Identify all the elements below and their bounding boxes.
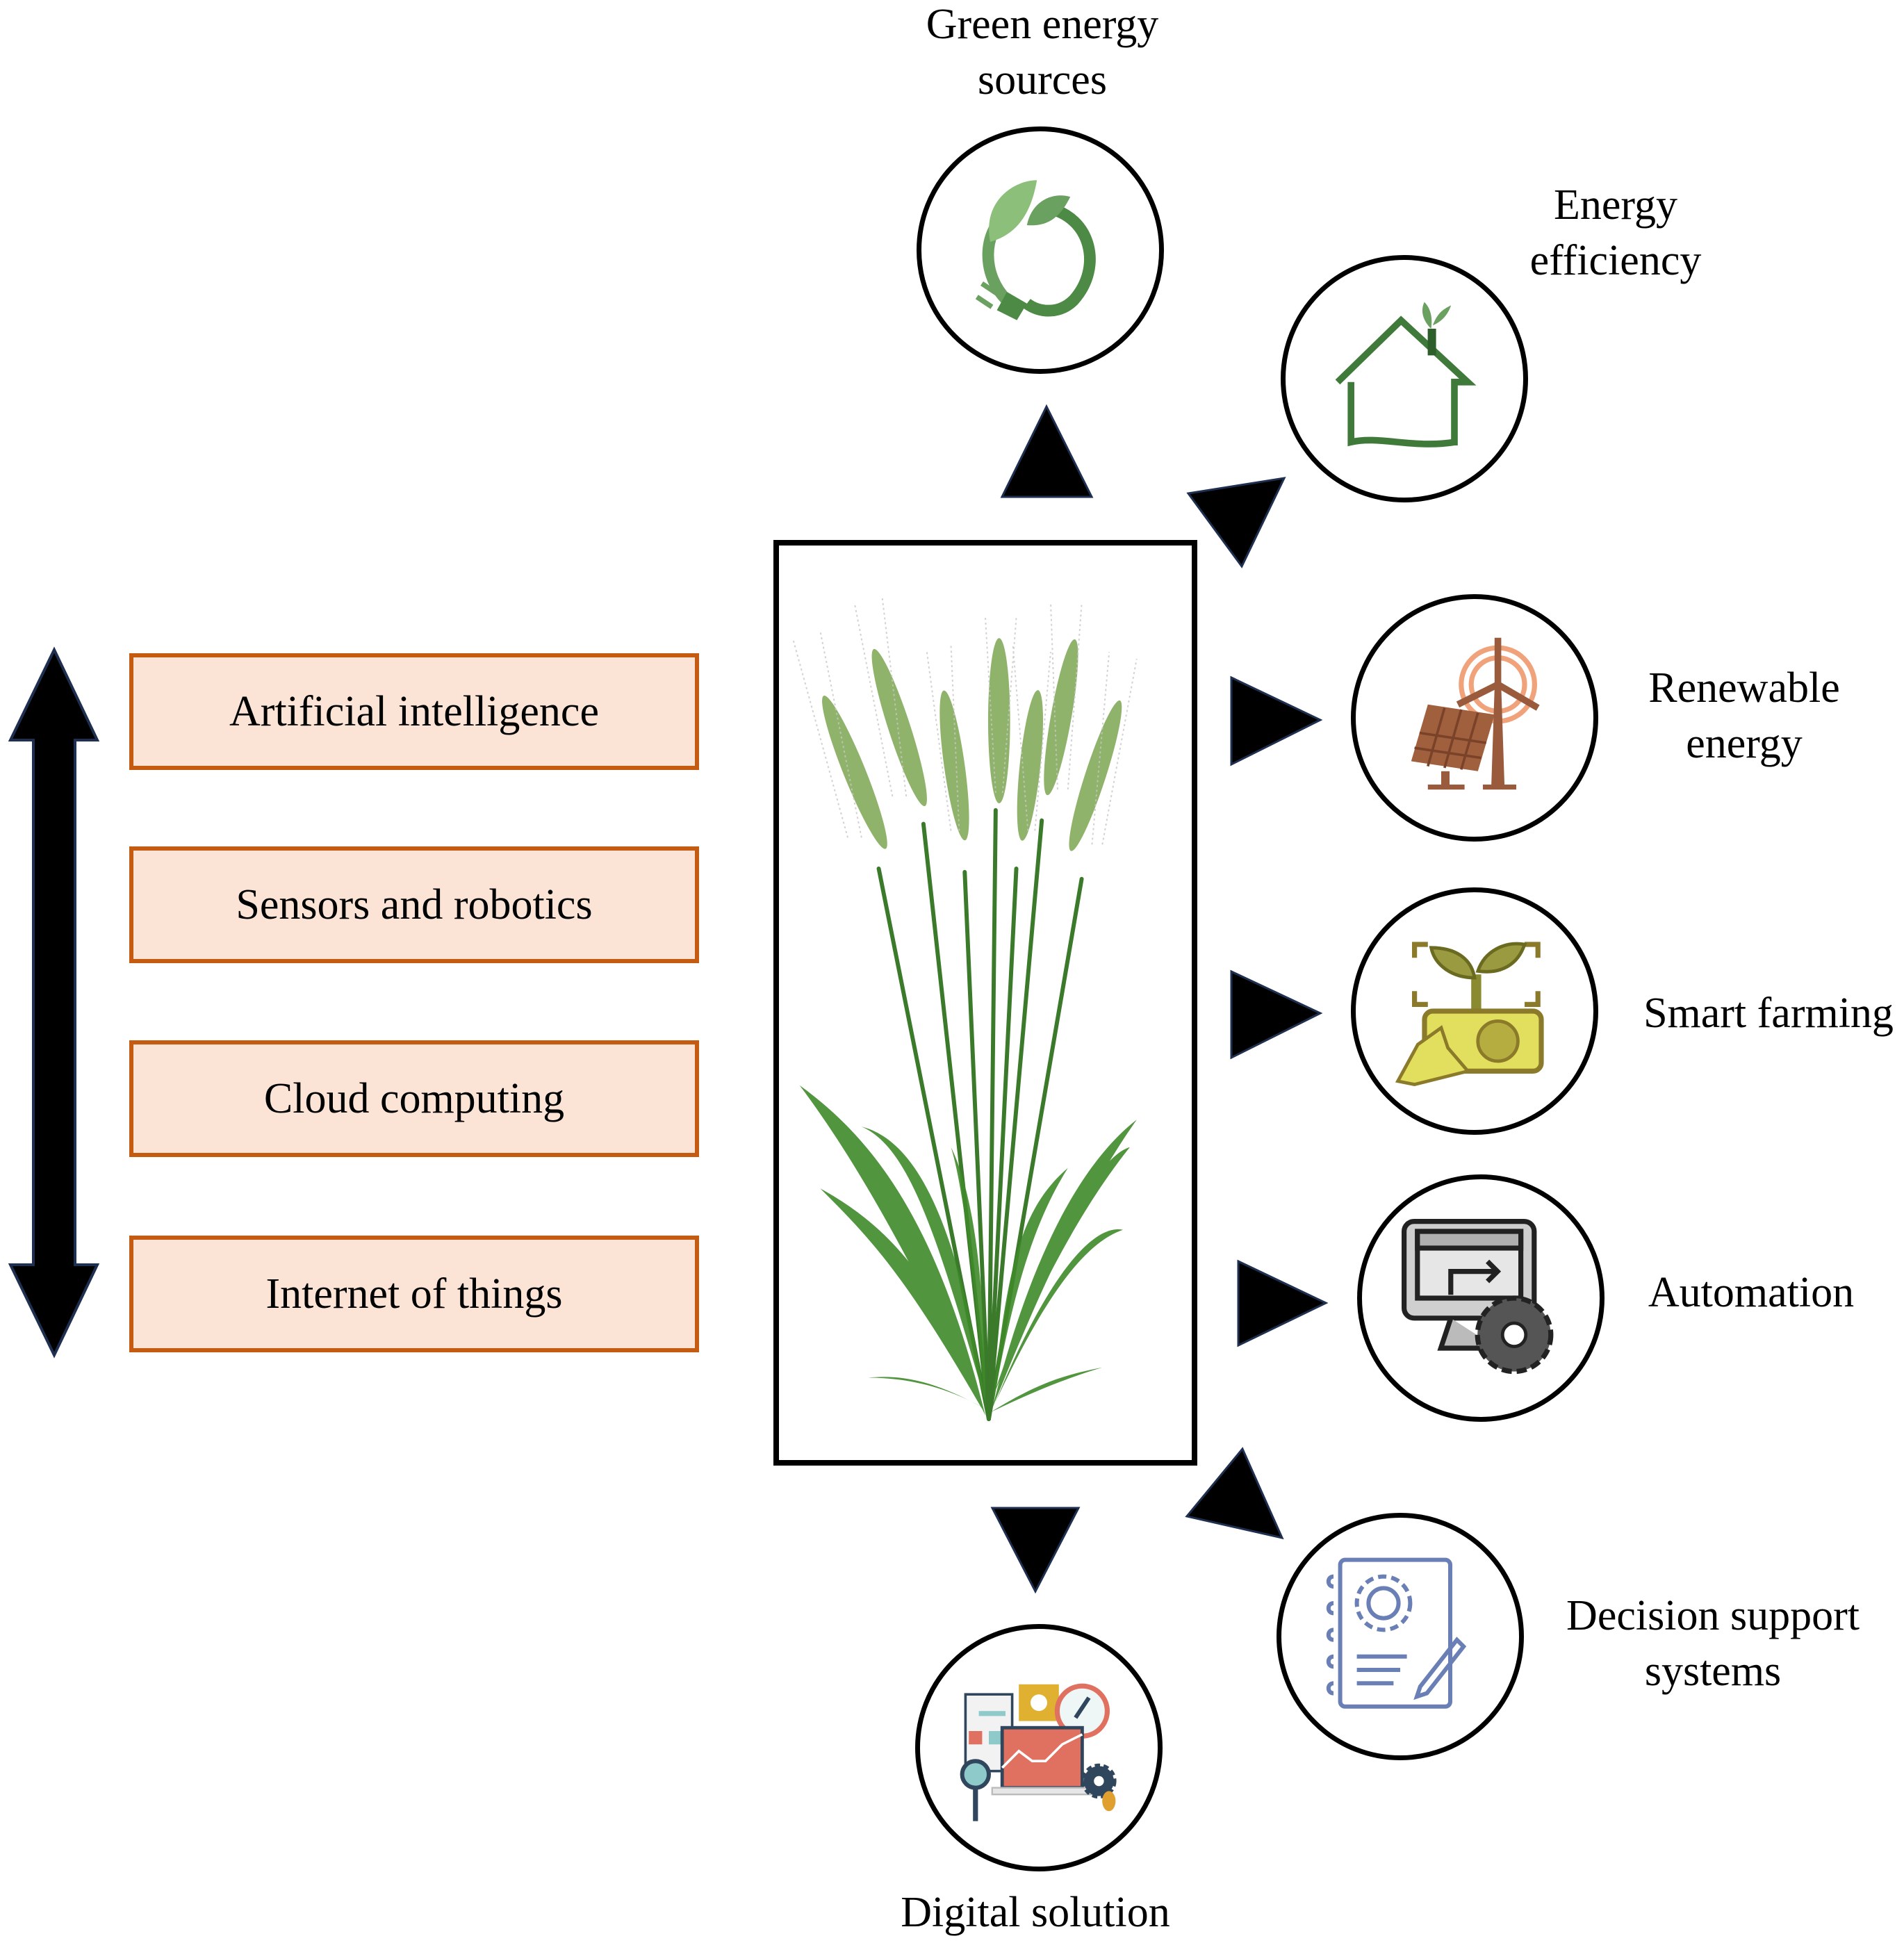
arrow-right-smart-farming (1230, 969, 1323, 1060)
label-renewable-energy: Renewable energy (1619, 660, 1869, 771)
eco-house-icon (1335, 302, 1477, 448)
label-line: sources (978, 56, 1107, 104)
digital-dashboard-icon (960, 1683, 1117, 1821)
arrow-decision-support (1185, 1447, 1284, 1540)
circle-automation (1357, 1174, 1605, 1422)
circle-digital-solution (915, 1624, 1163, 1871)
double-arrow-icon (8, 646, 100, 1359)
label-line: Green energy (926, 1, 1159, 48)
tech-box-cloud-computing: Cloud computing (129, 1040, 699, 1157)
arrow-right-renewable (1230, 675, 1323, 766)
wheat-plant-icon (791, 596, 1138, 1421)
tech-box-iot: Internet of things (129, 1236, 699, 1352)
arrow-down-digital (990, 1507, 1081, 1594)
label-smart-farming: Smart farming (1636, 985, 1901, 1041)
leaf-plug-icon (975, 180, 1096, 320)
notebook-gear-icon (1326, 1557, 1467, 1709)
smart-farming-tablet-icon (1395, 942, 1544, 1087)
arrow-up-green-energy (1000, 404, 1094, 498)
solar-wind-icon (1411, 637, 1540, 790)
tech-label: Internet of things (265, 1270, 563, 1318)
circle-decision-support-systems (1277, 1513, 1524, 1760)
label-green-energy-sources: Green energy sources (896, 0, 1188, 108)
arrow-right-automation (1237, 1259, 1329, 1347)
label-automation: Automation (1636, 1265, 1866, 1320)
label-line: Automation (1648, 1269, 1855, 1316)
label-line: Energy (1554, 181, 1677, 229)
circle-energy-efficiency (1281, 255, 1528, 502)
circle-green-energy-sources (917, 126, 1164, 374)
label-energy-efficiency: Energy efficiency (1494, 177, 1737, 288)
tech-label: Sensors and robotics (236, 880, 593, 928)
label-line: Renewable (1648, 664, 1840, 712)
circle-smart-farming (1351, 887, 1598, 1135)
computer-gear-icon (1401, 1219, 1554, 1375)
arrow-energy-efficiency (1186, 477, 1286, 568)
tech-label: Cloud computing (263, 1074, 565, 1122)
label-line: Digital solution (901, 1889, 1170, 1936)
label-digital-solution: Digital solution (869, 1885, 1202, 1940)
label-line: systems (1644, 1648, 1782, 1695)
tech-box-sensors-robotics: Sensors and robotics (129, 846, 699, 963)
label-line: Decision support (1566, 1592, 1860, 1639)
tech-label: Artificial intelligence (229, 687, 599, 735)
label-line: efficiency (1529, 237, 1702, 284)
center-crop-panel (773, 540, 1197, 1466)
label-line: energy (1686, 720, 1803, 767)
tech-box-ai: Artificial intelligence (129, 653, 699, 770)
circle-renewable-energy (1351, 594, 1598, 842)
label-line: Smart farming (1643, 990, 1894, 1037)
label-decision-support-systems: Decision support systems (1546, 1588, 1880, 1699)
